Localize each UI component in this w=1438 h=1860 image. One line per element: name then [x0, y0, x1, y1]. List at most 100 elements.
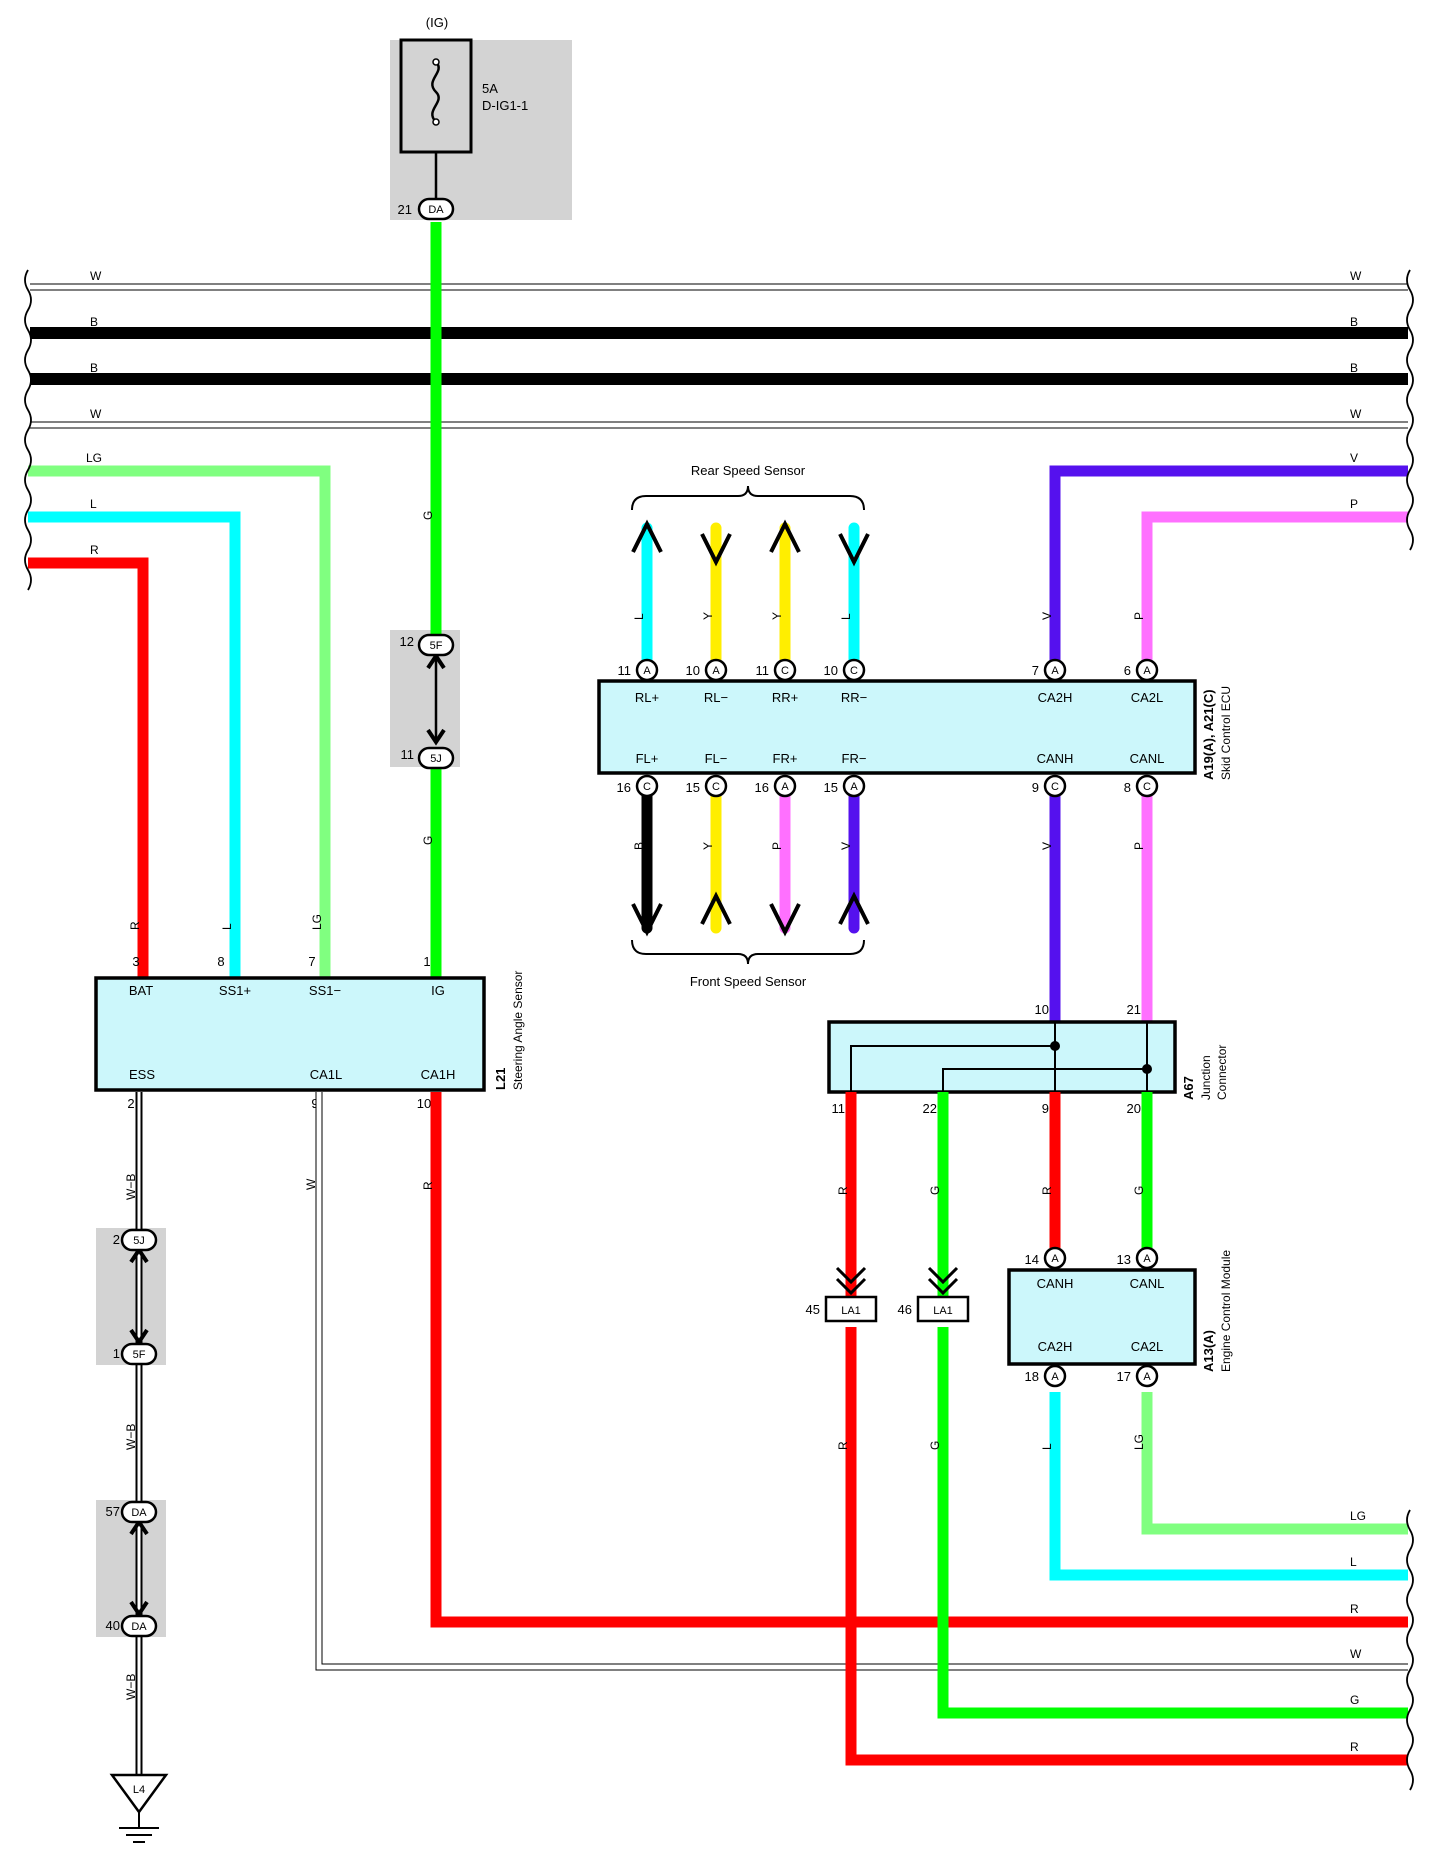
pin-label: 17 — [1117, 1369, 1131, 1384]
pin-letter: C — [712, 781, 720, 793]
wire-label: G — [928, 1441, 942, 1450]
pin-label: 6 — [1124, 663, 1131, 678]
terminal-label: RR+ — [772, 690, 798, 705]
wire-label-r: R — [1350, 1602, 1359, 1616]
bus-wire-label: B — [90, 315, 98, 329]
skid-ecu-name: Skid Control ECU — [1219, 686, 1233, 780]
pin-circle — [635, 774, 659, 798]
pin-label: 10 — [686, 663, 700, 678]
wire-label: B — [632, 842, 646, 850]
terminal-label: RL+ — [635, 690, 659, 705]
terminal-label: FL− — [705, 751, 728, 766]
connector-label: LA1 — [933, 1305, 953, 1317]
connector-label: DA — [131, 1507, 147, 1519]
wire-label: V — [1040, 842, 1054, 850]
wire-break-icon — [1406, 1509, 1414, 1791]
bus-wire-label: W — [1350, 407, 1362, 421]
pin-label: 3 — [132, 954, 139, 969]
wire-label: R — [836, 1186, 850, 1195]
terminal-label: IG — [431, 983, 445, 998]
pin-label: 21 — [1127, 1002, 1141, 1017]
arrow-icon — [838, 533, 870, 567]
wire-label: P — [770, 842, 784, 850]
pin-label: 13 — [1117, 1252, 1131, 1267]
wire-label-p: P — [1350, 497, 1358, 511]
terminal-label: CANL — [1130, 1276, 1165, 1291]
bus-wire-label: B — [1350, 361, 1358, 375]
wire-label-lg: LG — [86, 451, 102, 465]
pin-circle — [773, 774, 797, 798]
pin-circle — [1135, 1246, 1159, 1270]
wire-label: Y — [701, 842, 715, 850]
pin-label: 2 — [127, 1096, 134, 1111]
junction-outputs: R G R G R G L LG LA1 45 LA1 46 CANH CANL… — [806, 1092, 1408, 1766]
arrow-icon — [700, 891, 732, 925]
terminal-label: CA1H — [421, 1067, 456, 1082]
pin-label: 7 — [308, 954, 315, 969]
junction-name: Connector — [1215, 1045, 1229, 1100]
wire-label: L — [839, 613, 853, 620]
pin-label: 16 — [617, 780, 631, 795]
pin-letter: A — [781, 781, 789, 793]
fuse-element-icon — [431, 61, 440, 123]
ecm-name: Engine Control Module — [1219, 1250, 1233, 1372]
terminal-label: CANL — [1130, 751, 1165, 766]
arrow-icon — [769, 903, 801, 937]
pin-circle — [842, 658, 866, 682]
junction-box — [827, 1020, 1177, 1094]
pin-label: 8 — [1124, 780, 1131, 795]
wire-label: R — [128, 921, 142, 930]
wire-label: P — [1132, 612, 1146, 620]
pin-label: 22 — [923, 1101, 937, 1116]
terminal-label: FR+ — [773, 751, 798, 766]
arrow-icon — [838, 891, 870, 925]
pin-label: 15 — [824, 780, 838, 795]
right-top-wires: V P V P — [1040, 451, 1408, 677]
pin-label: 16 — [755, 780, 769, 795]
pin-label: 46 — [898, 1302, 912, 1317]
wire-label: W−B — [124, 1674, 138, 1700]
pin-circle — [842, 774, 866, 798]
connector-oval — [417, 746, 455, 770]
pin-label: 2 — [113, 1232, 120, 1247]
pin-label: 45 — [806, 1302, 820, 1317]
pin-letter: A — [1051, 665, 1059, 677]
terminal-label: CA2H — [1038, 1339, 1073, 1354]
connector-label: DA — [428, 204, 444, 216]
fuse-name: D-IG1-1 — [482, 98, 528, 113]
pin-circle — [635, 658, 659, 682]
wire-label: W−B — [124, 1174, 138, 1200]
wire-label: Y — [770, 612, 784, 620]
connector-label: 5F — [430, 640, 443, 652]
terminal-label: SS1+ — [219, 983, 251, 998]
terminal-label: CA2L — [1131, 1339, 1164, 1354]
steering-angle-sensor: 3 8 7 1 R L LG BAT SS1+ SS1− IG ESS CA1L… — [94, 914, 525, 1111]
terminal-label: BAT — [129, 983, 153, 998]
pin-label: 11 — [756, 663, 770, 678]
terminal-label: CANH — [1037, 751, 1074, 766]
wire-break-icon — [1406, 269, 1414, 551]
terminal-label: CA1L — [310, 1067, 343, 1082]
wire-label-g: G — [421, 836, 435, 845]
fuse-rating: 5A — [482, 81, 498, 96]
wire-label-v: V — [1350, 451, 1358, 465]
steering-sensor-name: Steering Angle Sensor — [511, 971, 525, 1090]
la1-connector-right: LA1 46 — [898, 1266, 970, 1323]
ground-label: L4 — [133, 1784, 145, 1796]
wire-label: L — [632, 613, 646, 620]
pin-letter: A — [1051, 1371, 1059, 1383]
bus-wire-label: B — [1350, 315, 1358, 329]
rear-speed-sensor-label: Rear Speed Sensor — [691, 463, 806, 478]
connector-label: 5J — [133, 1235, 145, 1247]
wire-label: L — [220, 923, 234, 930]
pin-label: 21 — [398, 202, 412, 217]
arrow-icon — [631, 903, 663, 937]
connector-label: DA — [131, 1621, 147, 1633]
pin-label: 9 — [1032, 780, 1039, 795]
bus-wire-label: W — [90, 407, 102, 421]
connector-oval — [417, 197, 455, 221]
sensor-can-wires: W R — [304, 1092, 1408, 1671]
ground-icon — [109, 1773, 169, 1815]
